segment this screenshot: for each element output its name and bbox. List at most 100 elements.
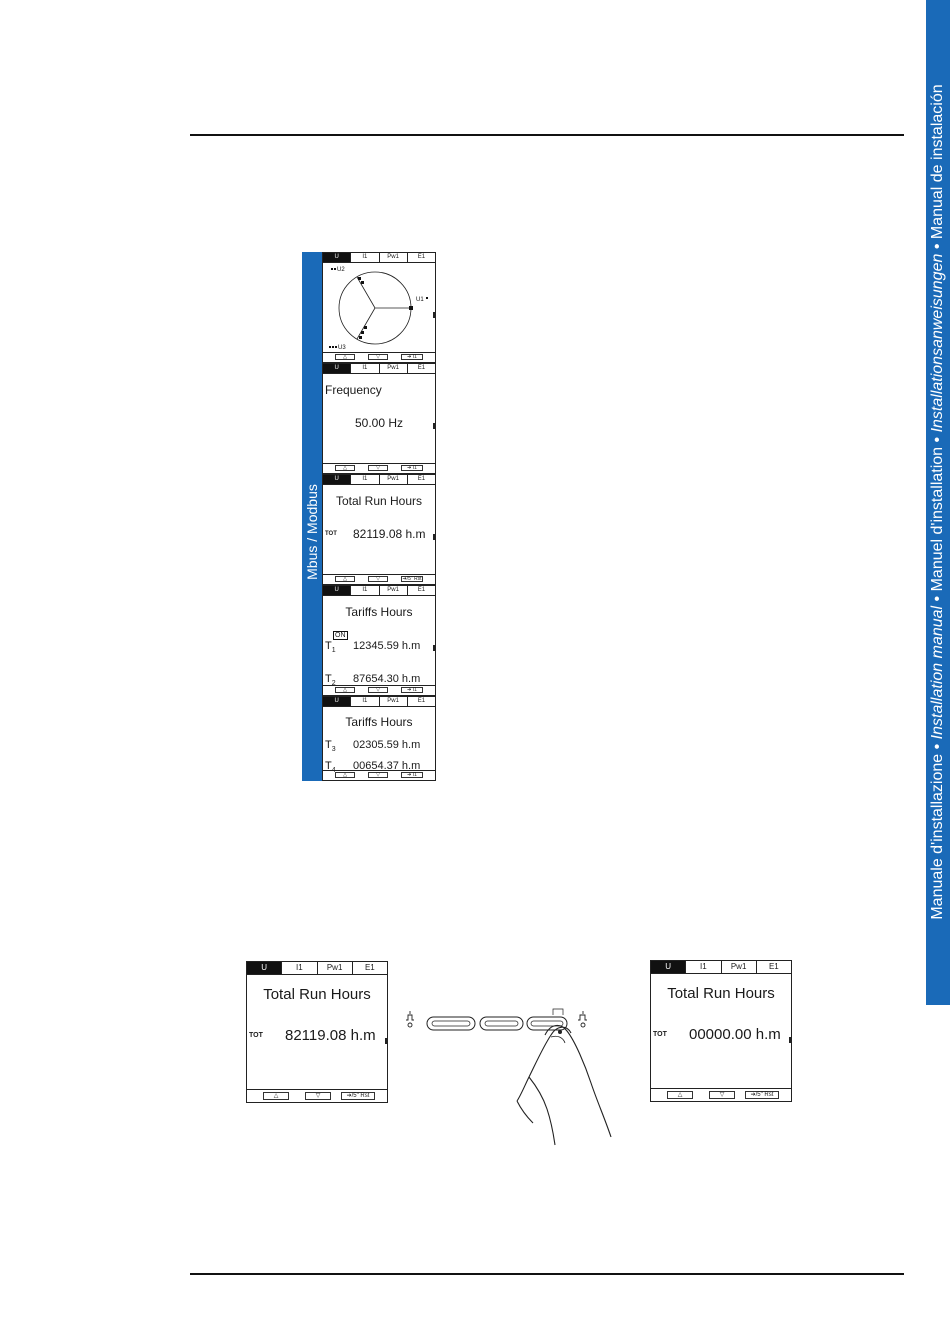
down-button[interactable]: ▽: [368, 354, 388, 360]
tab-u[interactable]: U: [323, 253, 352, 262]
tab-i1[interactable]: I1: [351, 364, 380, 373]
next-button[interactable]: ➔ I1: [401, 687, 423, 693]
reset-after-screen: U I1 Pw1 E1 Total Run Hours TOT 00000.00…: [650, 960, 792, 1102]
u3-legend-dot-2: [332, 346, 334, 348]
phasor-marker-u3c: [359, 336, 362, 339]
tab-u[interactable]: U: [651, 961, 687, 973]
u1-label: U1: [416, 297, 424, 303]
t2-label: T2: [325, 673, 336, 688]
up-button[interactable]: △: [335, 354, 355, 360]
tariffs-screen-1: U I1 Pw1 E1 Tariffs Hours ON T1 12345.59…: [322, 585, 436, 696]
reset-before-screen: U I1 Pw1 E1 Total Run Hours TOT 82119.08…: [246, 961, 388, 1103]
down-button[interactable]: ▽: [709, 1091, 735, 1099]
run-hours-value: 82119.08 h.m: [353, 527, 426, 541]
t1-label: T1: [325, 640, 336, 655]
scroll-indicator: [433, 644, 435, 651]
run-hours-title: Total Run Hours: [263, 986, 371, 1003]
mbus-modbus-label: Mbus / Modbus: [304, 484, 320, 580]
scroll-indicator: [433, 311, 435, 318]
tab-i1[interactable]: I1: [686, 961, 722, 973]
screen-tabs: U I1 Pw1 E1: [323, 697, 435, 707]
tab-u[interactable]: U: [323, 697, 352, 706]
screen-nav: △ ▽ ➔ I1: [323, 770, 435, 780]
next-button[interactable]: ➔ I1: [401, 772, 423, 778]
reset-button[interactable]: ➔/5" Rst: [745, 1091, 779, 1099]
side-language-text: Manuale d'installazione • Installation m…: [929, 84, 946, 920]
footer-rule: [190, 1273, 904, 1275]
tab-e1[interactable]: E1: [417, 365, 426, 371]
tab-pw1[interactable]: Pw1: [318, 962, 353, 974]
screen-tabs: U I1 Pw1 E1: [247, 962, 387, 975]
frequency-value: 50.00 Hz: [355, 416, 404, 430]
down-button[interactable]: ▽: [368, 687, 388, 693]
run-hours-screen: U I1 Pw1 E1 Total Run Hours TOT 82119.08…: [322, 474, 436, 585]
phasor-marker-u1: [409, 306, 413, 310]
up-button[interactable]: △: [335, 576, 355, 582]
u1-legend-dot: [426, 297, 428, 299]
tab-pw1[interactable]: Pw1: [380, 364, 408, 373]
keypad-press-illustration: [406, 1008, 612, 1146]
tab-i1[interactable]: I1: [282, 962, 318, 974]
tab-i1[interactable]: I1: [351, 475, 380, 484]
up-button[interactable]: △: [335, 465, 355, 471]
pressing-hand: [516, 1024, 612, 1146]
scroll-indicator: [385, 1037, 387, 1044]
up-button[interactable]: △: [667, 1091, 693, 1099]
side-language-tab: [926, 0, 950, 1005]
tab-u[interactable]: U: [323, 475, 352, 484]
tab-i1[interactable]: I1: [351, 586, 380, 595]
mbus-modbus-band: [302, 252, 322, 781]
tot-label: TOT: [653, 1031, 667, 1038]
tab-u[interactable]: U: [323, 364, 352, 373]
tab-e1[interactable]: E1: [417, 587, 426, 593]
reset-button[interactable]: ➔/5" Rst: [341, 1092, 375, 1100]
tab-e1[interactable]: E1: [417, 698, 426, 704]
tab-pw1[interactable]: Pw1: [722, 961, 757, 973]
t3-value: 02305.59 h.m: [353, 739, 421, 751]
tot-label: TOT: [249, 1032, 263, 1039]
tab-u[interactable]: U: [247, 962, 283, 974]
u3-legend-dot-1: [329, 346, 331, 348]
phasor-marker-u2a: [358, 277, 361, 280]
tot-label: TOT: [325, 531, 337, 537]
t4-value: 00654.37 h.m: [353, 760, 421, 772]
tab-e1[interactable]: E1: [364, 963, 375, 972]
tariffs-screen-2: U I1 Pw1 E1 Tariffs Hours T3 02305.59 h.…: [322, 696, 436, 781]
down-button[interactable]: ▽: [305, 1092, 331, 1100]
up-button[interactable]: △: [263, 1092, 289, 1100]
tab-e1[interactable]: E1: [417, 254, 426, 260]
tariffs-title: Tariffs Hours: [345, 715, 413, 729]
keypad-button-2: [479, 1016, 524, 1031]
screen-tabs: U I1 Pw1 E1: [323, 253, 435, 263]
down-button[interactable]: ▽: [368, 576, 388, 582]
led-indicator-left: [406, 1011, 414, 1028]
up-button[interactable]: △: [335, 687, 355, 693]
up-button[interactable]: △: [335, 772, 355, 778]
tab-e1[interactable]: E1: [768, 962, 779, 971]
down-button[interactable]: ▽: [368, 465, 388, 471]
keypad-button-1: [426, 1016, 476, 1031]
keypad-button-3-pressed: [526, 1016, 568, 1031]
tab-pw1[interactable]: Pw1: [380, 697, 408, 706]
tab-pw1[interactable]: Pw1: [380, 253, 408, 262]
phasor-line-u2: [356, 276, 376, 309]
tab-i1[interactable]: I1: [351, 253, 380, 262]
tab-e1[interactable]: E1: [417, 476, 426, 482]
led-indicator-right: [578, 1011, 587, 1028]
tab-u[interactable]: U: [323, 586, 352, 595]
next-button[interactable]: ➔ I1: [401, 354, 423, 360]
tab-i1[interactable]: I1: [351, 697, 380, 706]
next-button[interactable]: ➔ I1: [401, 465, 423, 471]
phasor-screen: U I1 Pw1 E1 U2 U1 U3 △ ▽ ➔ I1: [322, 252, 436, 363]
tab-pw1[interactable]: Pw1: [380, 586, 408, 595]
phasor-marker-u3b: [361, 331, 364, 334]
reset-button[interactable]: ➔/5" Rst: [401, 576, 423, 582]
tab-pw1[interactable]: Pw1: [380, 475, 408, 484]
u3-legend-dot-3: [335, 346, 337, 348]
phasor-marker-u2b: [361, 281, 364, 284]
phasor-diagram: U2 U1 U3: [329, 267, 428, 351]
u3-label: U3: [338, 345, 346, 351]
screen-nav: △ ▽ ➔/5" Rst: [247, 1089, 387, 1102]
screen-nav: △ ▽ ➔/5" Rst: [323, 574, 435, 584]
down-button[interactable]: ▽: [368, 772, 388, 778]
